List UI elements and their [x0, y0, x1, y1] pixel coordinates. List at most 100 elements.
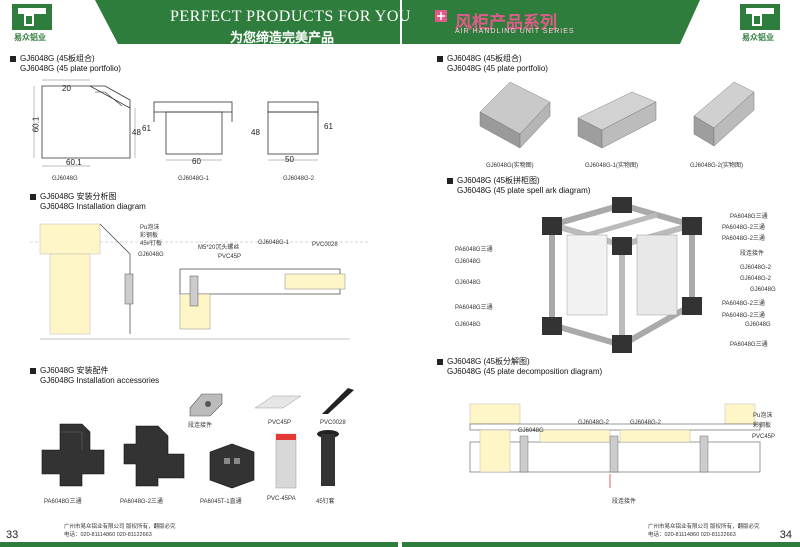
- caption-photo-gj6048g: GJ6048G(实物图): [486, 163, 534, 169]
- caption-gj6048g-2: GJ6048G-2: [283, 176, 315, 182]
- decomp-label-pu-foam: Pu泡沫: [753, 413, 773, 419]
- decomp-label-gj6048g-2-b: GJ6048G-2: [630, 420, 662, 426]
- pa6048g-2-3way-icon: [123, 425, 185, 487]
- footer-bar-left: [0, 542, 398, 547]
- pvc45p-strip-icon: [254, 395, 302, 409]
- brand-name-left: 易众铝业: [14, 33, 46, 42]
- nail-sleeve-icon: [317, 430, 339, 486]
- dim-60-1-vertical: 60.1: [31, 116, 41, 133]
- header-bar: 易众铝业 PERFECT PRODUCTS FOR YOU 为您缔造完美产品 风…: [0, 0, 800, 50]
- right-label-2: PA6048G-2三通: [722, 236, 765, 242]
- pvc0028-strip-icon: [322, 388, 354, 414]
- series-title-en: AIR HANDLING UNIT SERIES: [455, 28, 575, 35]
- right-label-4: GJ6048G-2: [740, 265, 772, 271]
- series-title-cn: 风柜产品系列: [455, 13, 557, 32]
- left-s2-title-en: GJ6048G Installation diagram: [40, 202, 146, 211]
- decomp-label-connector: 段连接件: [612, 499, 637, 505]
- caption-pa6045t-1: PA6045T-1直通: [200, 499, 242, 505]
- footer-company-right: 广州市易众铝业有限公司 版权所有，翻版必究: [648, 524, 760, 530]
- caption-pvc45p: PVC45P: [268, 420, 292, 426]
- caption-pa6048g-2-3way: PA6048G-2三通: [120, 499, 163, 505]
- caption-nail-sleeve: 45钉套: [316, 499, 335, 505]
- dim-50: 50: [285, 155, 294, 164]
- right-label-0: PA6048G三通: [730, 214, 768, 220]
- caption-gj6048g: GJ6048G: [52, 176, 78, 182]
- frame-assembly-drawing: [542, 197, 702, 353]
- slogan-cn: 为您缔造完美产品: [230, 30, 335, 45]
- dim-20: 20: [62, 84, 71, 93]
- series-badge-icon: [435, 10, 447, 22]
- label-screw: M5*20沉头螺丝: [198, 245, 240, 251]
- dim-60-1-horizontal: 60.1: [66, 158, 82, 167]
- right-s2-title-en: GJ6048G (45 plate spell ark diagram): [457, 186, 591, 195]
- dim-60: 60: [192, 157, 201, 166]
- profile-drawing-gj6048g-1: [153, 101, 233, 161]
- decomp-label-steel: 彩钢板: [753, 423, 772, 429]
- right-label-8: PA6048G-2三通: [722, 313, 765, 319]
- profile-drawing-gj6048g: [33, 79, 136, 167]
- right-section-2-title: GJ6048G (45板拼柜图) GJ6048G (45 plate spell…: [447, 176, 590, 196]
- dim-61: 61: [142, 124, 151, 133]
- label-gj6048g-1: GJ6048G-1: [258, 240, 290, 246]
- right-s2-title-cn: GJ6048G (45板拼柜图): [457, 176, 540, 185]
- right-label-1: PA6048G-2三通: [722, 225, 765, 231]
- decomp-label-gj6048g: GJ6048G: [518, 428, 544, 434]
- footer-bar-right: [402, 542, 800, 547]
- right-s3-title-en: GJ6048G (45 plate decomposition diagram): [447, 367, 603, 376]
- dim-48: 48: [132, 128, 141, 137]
- photo-gj6048g-2: [693, 81, 755, 147]
- right-label-10: PA6048G三通: [730, 342, 768, 348]
- caption-gj6048g-1: GJ6048G-1: [178, 176, 210, 182]
- left-section-3-title: GJ6048G 安装配件 GJ6048G Installation access…: [30, 366, 159, 386]
- right-label-7: PA6048G-2三通: [722, 301, 765, 307]
- connector-part-icon: [189, 393, 223, 417]
- label-pvc45p: PVC45P: [218, 254, 242, 260]
- decomp-label-gj6048g-2-a: GJ6048G-2: [578, 420, 610, 426]
- pvc-45pa-icon: [275, 433, 297, 489]
- left-label-2: GJ6048G: [455, 280, 481, 286]
- left-section-1-title: GJ6048G (45板组合) GJ6048G (45 plate portfo…: [10, 54, 121, 74]
- caption-photo-gj6048g-1: GJ6048G-1(实物图): [585, 163, 639, 169]
- caption-pvc-45pa: PVC-45PA: [267, 496, 296, 502]
- right-section-3-title: GJ6048G (45板分解图) GJ6048G (45 plate decom…: [437, 357, 602, 377]
- left-s1-title-en: GJ6048G (45 plate portfolio): [20, 64, 121, 73]
- left-s3-title-cn: GJ6048G 安装配件: [40, 366, 109, 375]
- dim-48-b: 48: [251, 128, 260, 137]
- left-label-0: PA6048G三通: [455, 247, 493, 253]
- left-label-4: GJ6048G: [455, 322, 481, 328]
- logo-icon-right: [740, 4, 780, 30]
- label-pvc0028: PVC0028: [312, 242, 338, 248]
- pa6045t-1-icon: [209, 443, 255, 489]
- label-pu-foam: Pu泡沫: [140, 225, 160, 231]
- right-label-6: GJ6048G: [750, 287, 776, 293]
- footer-company-left: 广州市易众铝业有限公司 版权所有，翻版必究: [64, 524, 176, 530]
- caption-connector: 段连接件: [188, 423, 213, 429]
- label-nail-plate: 45#钉板: [140, 241, 163, 247]
- right-label-5: GJ6048G-2: [740, 276, 772, 282]
- left-s3-title-en: GJ6048G Installation accessories: [40, 376, 160, 385]
- header-band-graphic: [95, 0, 700, 44]
- left-label-3: PA6048G三通: [455, 305, 493, 311]
- caption-pa6048g-3way: PA6048G三通: [44, 499, 82, 505]
- right-label-3: 段连接件: [740, 251, 765, 257]
- decomp-label-pvc45p: PVC45P: [752, 434, 776, 440]
- right-s1-title-en: GJ6048G (45 plate portfolio): [447, 64, 548, 73]
- right-s1-title-cn: GJ6048G (45板组合): [447, 54, 522, 63]
- left-s2-title-cn: GJ6048G 安装分析图: [40, 192, 117, 201]
- pa6048g-3way-icon: [41, 423, 105, 487]
- right-label-9: GJ6048G: [745, 322, 771, 328]
- photo-gj6048g: [479, 81, 551, 149]
- label-steel-plate: 彩钢板: [140, 233, 159, 239]
- dim-61-b: 61: [324, 122, 333, 131]
- left-s1-title-cn: GJ6048G (45板组合): [20, 54, 95, 63]
- left-section-2-title: GJ6048G 安装分析图 GJ6048G Installation diagr…: [30, 192, 146, 212]
- profile-drawing-gj6048g-2: [267, 101, 319, 161]
- footer-tel-right: 电话：020-81114860 020-81122663: [648, 532, 736, 538]
- caption-pvc0028: PVC0028: [320, 420, 346, 426]
- footer-tel-left: 电话：020-81114860 020-81122663: [64, 532, 152, 538]
- logo-icon: [12, 4, 52, 30]
- decomposition-diagram: [469, 403, 761, 488]
- right-section-1-title: GJ6048G (45板组合) GJ6048G (45 plate portfo…: [437, 54, 548, 74]
- slogan-en: PERFECT PRODUCTS FOR YOU: [170, 8, 411, 25]
